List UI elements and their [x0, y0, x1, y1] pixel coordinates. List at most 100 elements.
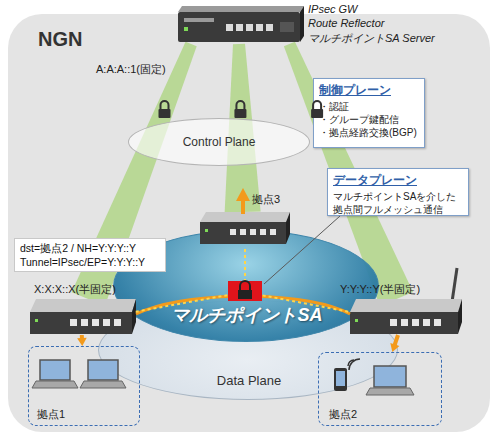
router-port — [81, 319, 88, 326]
arrow-layer — [8, 14, 490, 432]
laptop-screen — [40, 360, 70, 380]
router-port — [390, 319, 397, 326]
lock-icon — [311, 101, 323, 118]
router-led — [35, 319, 38, 322]
route-entry: dst=拠点2 / NH=Y:Y:Y::YTunnel=IPsec/EP=Y:Y… — [14, 238, 166, 272]
router-side — [132, 299, 136, 334]
label: Y:Y:Y::Y(半固定) — [340, 282, 420, 297]
label: マルチポイントSA — [114, 303, 380, 327]
router-port — [401, 319, 408, 326]
router-port — [114, 319, 121, 326]
sa-flow — [252, 296, 350, 314]
router-port — [103, 319, 110, 326]
device-side — [300, 6, 304, 42]
router-port — [230, 229, 236, 235]
device-port — [236, 24, 243, 31]
router-led — [355, 319, 358, 322]
lock-body — [158, 109, 170, 118]
site-lan: 拠点1 — [28, 346, 140, 426]
arrowhead — [77, 338, 87, 346]
label: Data Plane — [99, 373, 399, 388]
laptop-screen — [88, 360, 118, 380]
lock-shackle — [313, 101, 321, 109]
label: ・グループ鍵配信 — [319, 113, 419, 126]
label: Route Reflector — [308, 17, 384, 29]
router-port — [240, 229, 246, 235]
device-top — [178, 6, 304, 12]
control-plane-callout: 制御プレーン・認証・グループ鍵配信・拠点経路交換(BGP) — [313, 78, 425, 148]
device-panel — [184, 18, 214, 22]
router-front — [30, 312, 132, 334]
device-port — [280, 22, 294, 32]
device-port — [256, 24, 263, 31]
data-plane-callout: データプレーンマルチポイントSAを介した 拠点間フルメッシュ通信 — [327, 168, 469, 216]
sa-dotted-path — [245, 292, 350, 312]
arrow-line — [80, 335, 84, 340]
label: マルチポイントSAを介した 拠点間フルメッシュ通信 — [333, 190, 463, 216]
sa-lock-shackle — [240, 281, 250, 290]
label: データプレーン — [333, 172, 463, 189]
lock-icon — [234, 101, 246, 118]
label: A:A:A::1(固定) — [96, 62, 166, 77]
router-top — [30, 299, 136, 312]
sa-dotted-path — [134, 292, 245, 312]
lock-icon — [158, 101, 170, 118]
flow-arrowhead — [236, 188, 250, 201]
device-front — [178, 12, 300, 42]
router-front — [350, 312, 458, 334]
label: X:X:X::X(半固定) — [34, 282, 116, 297]
device-port — [246, 24, 253, 31]
router-port — [412, 319, 419, 326]
label: Tunnel=IPsec/EP=Y:Y:Y::Y — [20, 255, 160, 269]
flow-arrow — [390, 335, 399, 352]
ipsec-gateway: IPsec GWRoute ReflectorマルチポイントSA ServerA… — [176, 6, 302, 44]
lock-shackle — [236, 101, 244, 109]
control-plane: Control Plane — [128, 118, 310, 166]
router-port — [92, 319, 99, 326]
lock-body — [234, 109, 246, 118]
wifi-wave — [348, 360, 354, 366]
sa-lock-box — [228, 281, 262, 301]
site-lan: 拠点2 — [318, 352, 442, 426]
label: マルチポイントSA Server — [308, 31, 435, 46]
label: 拠点1 — [37, 407, 65, 422]
router-top — [200, 212, 290, 222]
arrowhead — [390, 343, 399, 352]
router-top — [350, 299, 462, 312]
router-port — [250, 229, 256, 235]
wifi-wave — [349, 359, 360, 370]
flow-arrow — [241, 199, 245, 214]
router-port — [70, 319, 77, 326]
router-side — [286, 212, 290, 244]
router-port — [434, 319, 441, 326]
device-led — [184, 27, 188, 31]
router-led — [205, 229, 208, 232]
router-side — [458, 299, 462, 334]
sa-lock-body — [238, 290, 252, 299]
label: 拠点3 — [252, 192, 280, 207]
site-router: X:X:X::X(半固定) — [30, 299, 132, 335]
device-port — [226, 24, 233, 31]
device-port — [266, 24, 273, 31]
lock-body — [311, 109, 323, 118]
label: 拠点2 — [329, 407, 357, 422]
antenna — [452, 268, 457, 302]
laptop-screen — [374, 366, 406, 387]
site-router: Y:Y:Y::Y(半固定) — [350, 299, 458, 335]
laptop-base — [32, 381, 78, 388]
label: NGN — [38, 28, 82, 51]
router-front — [200, 222, 286, 244]
label: ・認証 — [319, 100, 419, 113]
label: IPsec GW — [308, 3, 358, 15]
router-port — [270, 229, 276, 235]
phone-screen — [336, 371, 345, 386]
lock-shackle — [160, 101, 168, 109]
flow-arrow — [77, 335, 87, 346]
router-port — [423, 319, 430, 326]
laptop-base — [80, 381, 126, 388]
label: 制御プレーン — [319, 82, 419, 99]
label: ・拠点経路交換(BGP) — [319, 126, 419, 139]
sa-dotted-path — [244, 246, 246, 282]
